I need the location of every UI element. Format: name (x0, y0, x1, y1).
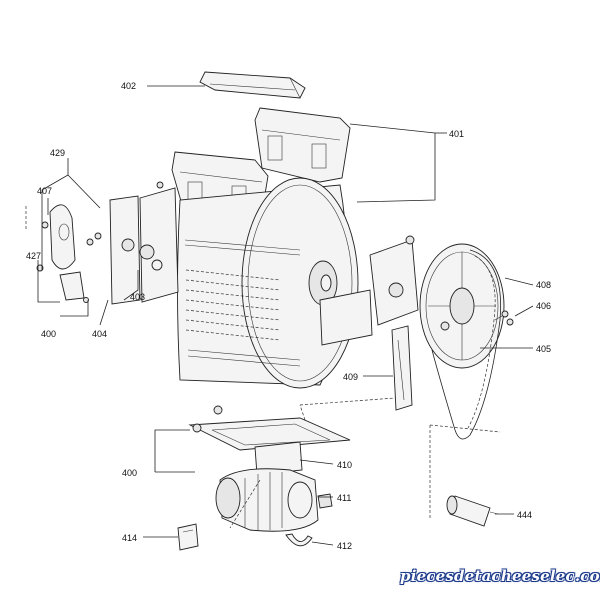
part-411-motor (215, 468, 333, 532)
label-414: 414 (122, 533, 137, 543)
label-429: 429 (50, 148, 65, 158)
part-412-clip (285, 533, 313, 547)
drum-perforations (185, 269, 281, 341)
label-404: 404 (92, 329, 107, 339)
label-403: 403 (130, 292, 145, 302)
right-bearing-assembly (319, 235, 419, 411)
part-410-motor-mount (188, 405, 351, 476)
part-405-belt (431, 249, 501, 440)
leader-lines (37, 85, 534, 546)
label-427: 427 (26, 251, 41, 261)
left-bearing-assembly (36, 181, 179, 305)
label-412: 412 (337, 541, 352, 551)
part-402-lid-cover (199, 71, 306, 99)
label-408: 408 (536, 280, 551, 290)
label-400-left: 400 (41, 329, 56, 339)
part-406-screws (494, 310, 514, 326)
part-408-pulley (419, 243, 505, 369)
part-414-connector (177, 523, 199, 551)
label-400-bottom: 400 (122, 468, 137, 478)
label-444: 444 (517, 510, 532, 520)
label-409: 409 (343, 372, 358, 382)
label-402: 402 (121, 81, 136, 91)
label-410: 410 (337, 460, 352, 470)
part-labels: 402 401 429 407 427 400 404 403 408 406 … (26, 81, 551, 551)
label-407: 407 (37, 186, 52, 196)
label-405: 405 (536, 344, 551, 354)
dashed-guides (25, 206, 501, 529)
watermark-logo: piecesdetacheeselec.com (400, 567, 600, 585)
label-411: 411 (337, 493, 351, 503)
part-444-capacitor (446, 495, 499, 527)
label-401: 401 (449, 129, 464, 139)
drum (177, 177, 359, 389)
label-406: 406 (536, 301, 551, 311)
